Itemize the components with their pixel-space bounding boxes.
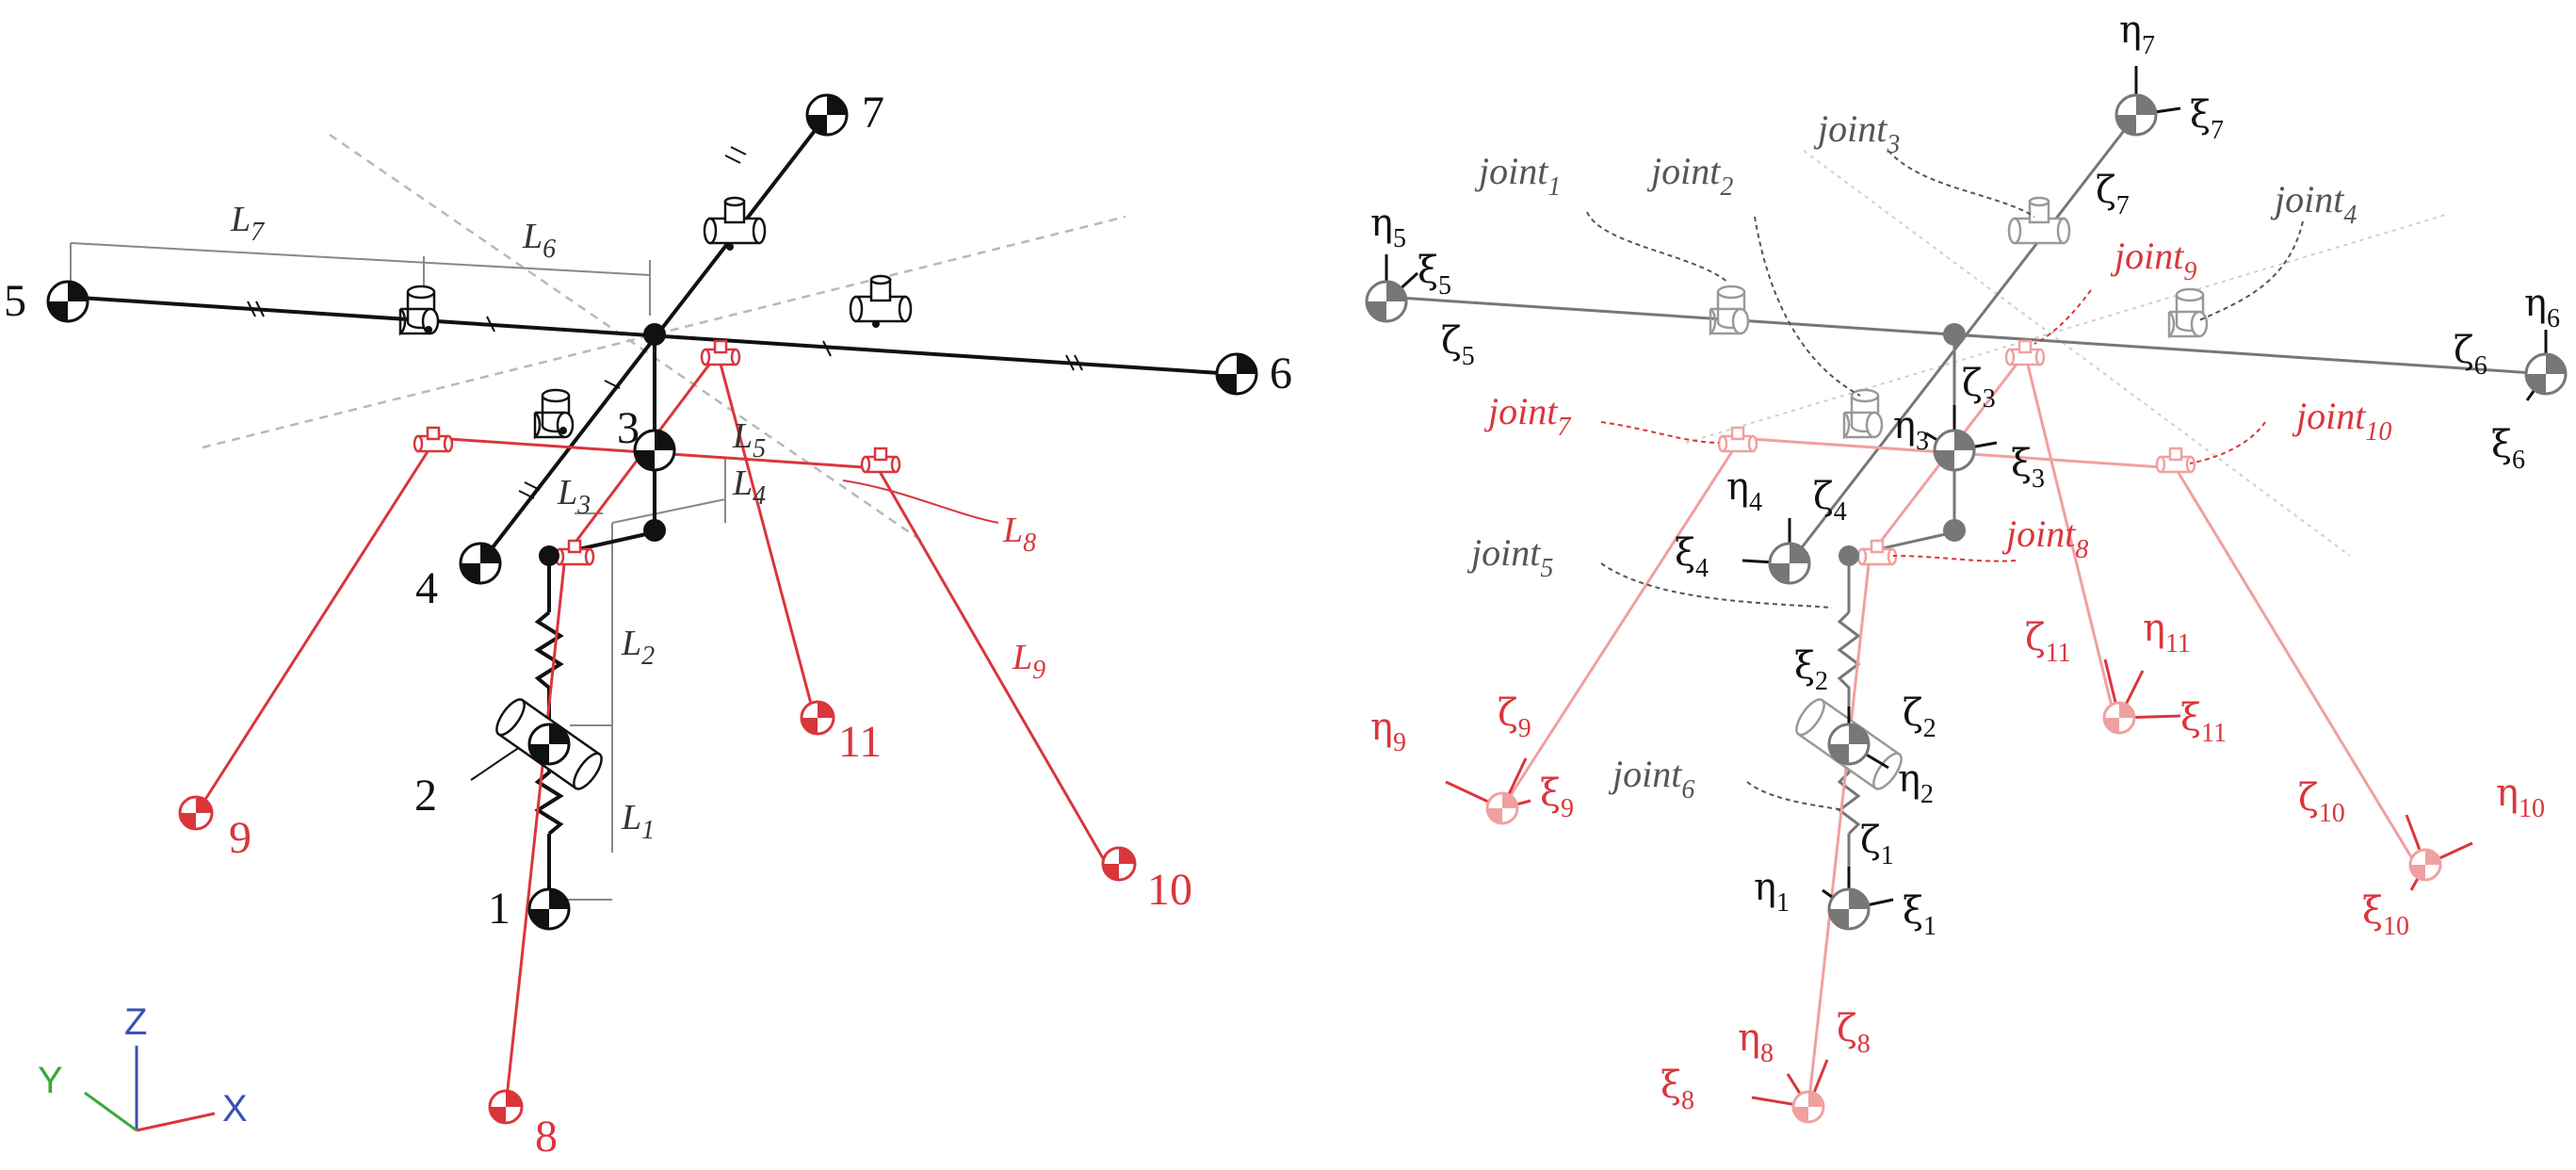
joint-label-10: joint10 [2292,395,2391,447]
node-label-11: 11 [838,717,882,767]
node-labels: 1 2 3 4 5 6 7 8 9 10 11 [4,88,1292,1162]
length-label-L2: L2 [621,624,655,671]
left-panel: 1 2 3 4 5 6 7 8 9 10 11 L1 L2 L3 L4 L5 L… [4,88,1292,1162]
axes-triad: Z X Y [38,1001,248,1132]
eta-4: η4 [1726,465,1762,517]
right-panel: joint1 joint2 joint3 joint4 joint5 joint… [1365,8,2568,1124]
joint-symbols-right [1709,196,2209,790]
xi-3: ξ3 [2011,442,2045,494]
frame-labels: ζ1 η1 ξ1 ζ2 η2 ξ2 ζ3 η3 ξ3 ζ4 η4 ξ4 ζ5 η… [1370,8,2560,1115]
xi-4: ξ4 [1675,531,1709,583]
length-label-L8: L8 [1002,511,1036,558]
joint-label-1: joint1 [1474,150,1561,202]
guide-lines [202,133,1126,544]
node-label-3: 3 [617,403,640,453]
node-label-8: 8 [535,1112,558,1162]
guide-lines-right [1685,150,2450,557]
zeta-3: ζ3 [1962,362,1996,414]
xi-7: ξ7 [2190,93,2224,145]
eta-6: η6 [2524,282,2560,333]
zeta-10: ζ10 [2298,776,2345,828]
length-labels: L1 L2 L3 L4 L5 L6 L7 L8 L9 [230,200,1045,845]
eta-9: η9 [1370,706,1406,757]
node-label-7: 7 [862,88,884,138]
eta-5: η5 [1370,202,1406,253]
eta-7: η7 [2119,8,2155,60]
eta-1: η1 [1754,866,1790,918]
xi-2: ξ2 [1794,644,1828,696]
joint-dots [425,243,880,566]
eta-10: η10 [2496,772,2545,823]
zeta-8: ζ8 [1837,1007,1871,1059]
zeta-1: ζ1 [1860,819,1894,870]
nodes-left [46,93,1258,1125]
zeta-6: ζ6 [2454,329,2487,381]
joint-dots-right [1839,323,1966,566]
axis-label-z: Z [124,1001,147,1043]
joint-label-3: joint3 [1813,107,1900,159]
node-label-2: 2 [414,771,437,821]
joint-label-7: joint7 [1483,390,1571,442]
node-label-9: 9 [229,813,251,863]
length-label-L7: L7 [230,200,265,247]
node-label-10: 10 [1147,865,1192,915]
xi-10: ξ10 [2362,889,2409,941]
joint-label-5: joint5 [1466,531,1553,583]
frame-axes [1385,66,2548,1109]
node-label-5: 5 [4,276,26,326]
axis-label-y: Y [38,1060,63,1101]
length-label-L3: L3 [557,473,591,520]
xi-8: ξ8 [1661,1064,1694,1115]
xi-9: ξ9 [1540,772,1574,823]
axis-label-x: X [222,1088,248,1129]
eta-8: η8 [1738,1016,1774,1068]
xi-11: ξ11 [2180,696,2227,748]
length-label-L4: L4 [732,463,766,511]
zeta-5: ζ5 [1441,319,1475,371]
joint-labels: joint1 joint2 joint3 joint4 joint5 joint… [1466,107,2391,804]
joint-label-4: joint4 [2270,178,2357,230]
xi-1: ξ1 [1903,889,1936,941]
eta-11: η11 [2143,607,2191,658]
zeta-2: ζ2 [1903,691,1936,743]
joint-label-6: joint6 [1608,753,1694,804]
joint-label-2: joint2 [1646,150,1733,202]
joint-leaders [1586,150,2304,811]
length-label-L5: L5 [732,416,766,463]
node-label-6: 6 [1270,349,1292,398]
l8-leader [842,479,999,524]
node-label-1: 1 [488,884,510,934]
length-label-L6: L6 [522,217,556,264]
xi-5: ξ5 [1418,249,1451,301]
zeta-11: ζ11 [2025,616,2071,668]
zeta-7: ζ7 [2096,169,2130,220]
length-label-L1: L1 [621,798,655,845]
zeta-4: ζ4 [1813,475,1847,527]
xi-6: ξ6 [2491,423,2525,475]
node-label-4: 4 [415,563,438,613]
length-label-L9: L9 [1012,638,1045,685]
tick-marks [247,146,1083,499]
eta-2: η2 [1898,757,1934,809]
nodes-right [1365,93,2568,1124]
joint-label-9: joint9 [2110,235,2196,286]
joint-label-8: joint8 [2001,512,2088,564]
pink-structure [1500,352,2418,1108]
zeta-9: ζ9 [1498,691,1531,743]
